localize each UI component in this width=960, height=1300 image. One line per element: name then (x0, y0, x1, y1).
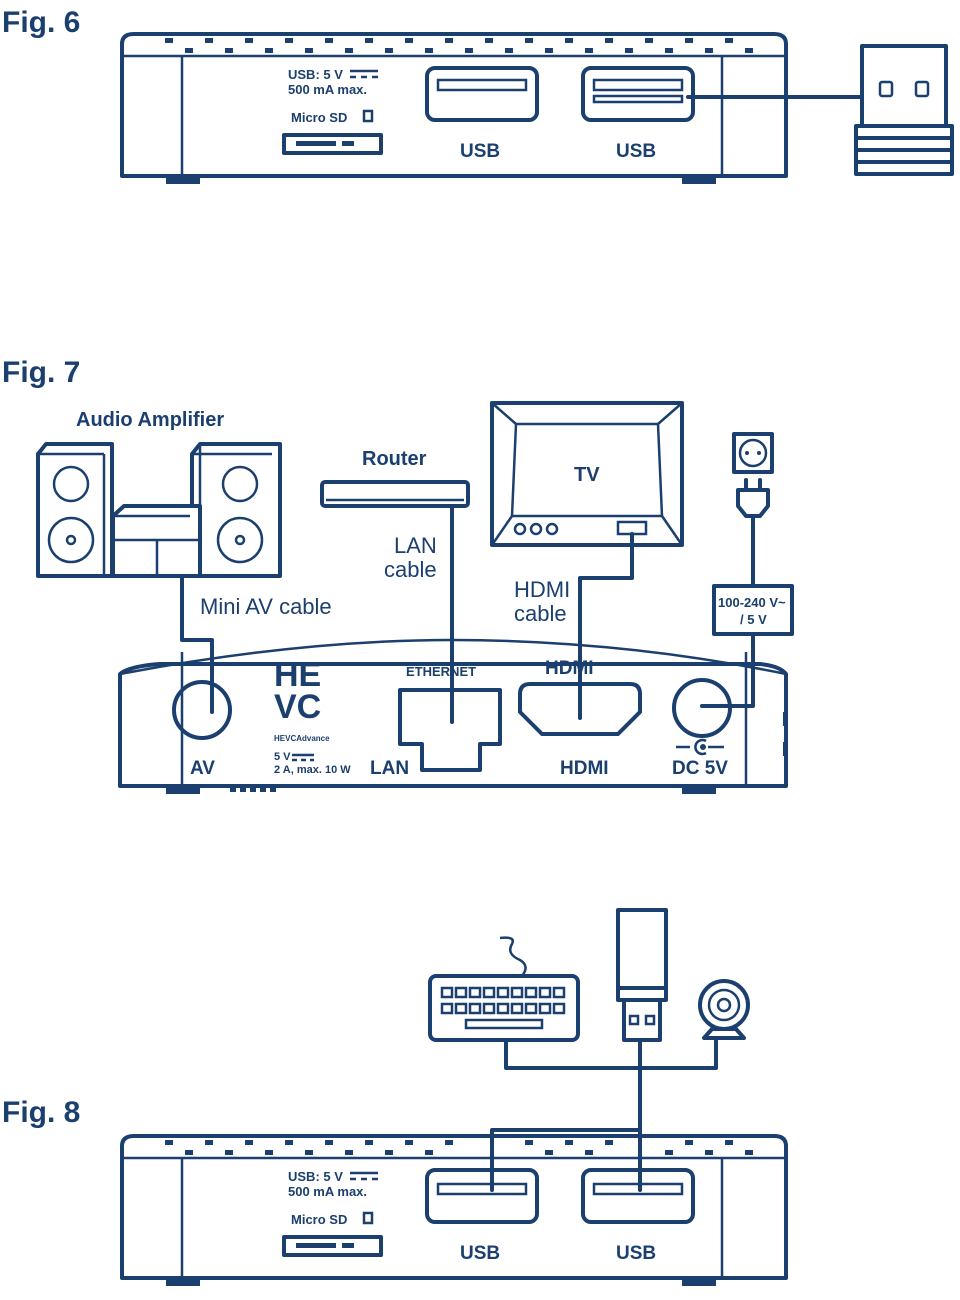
dc-polarity-icon (676, 738, 724, 756)
tv-icon (490, 401, 684, 547)
fig6-microsd-slot (282, 133, 383, 155)
fig7-lan-cable-label-2: cable (384, 557, 437, 582)
fig7-router-label: Router (362, 448, 427, 470)
ethernet-port (398, 688, 502, 772)
amplifier-icon (111, 504, 202, 578)
wall-socket-icon (732, 432, 774, 474)
fig7-title: Fig. 7 (2, 356, 80, 389)
fig8-usb-label-2: USB (616, 1243, 656, 1264)
fig8-usb-port-left (425, 1168, 539, 1224)
fig7-port-lan: LAN (370, 758, 409, 779)
dc-symbol-icon (350, 1171, 378, 1181)
usb-stick-icon (616, 908, 668, 1042)
fig8-usb-label-1: USB (460, 1243, 500, 1264)
power-cable-lower (700, 632, 755, 708)
fig7-mini-av-cable-label: Mini AV cable (200, 594, 332, 619)
fig6-usb-current-rating: 500 mA max. (288, 82, 367, 97)
keyboard-icon (428, 936, 580, 1042)
fig7-port-hdmi: HDMI (560, 758, 609, 779)
fig6-usb-label-2: USB (616, 141, 656, 162)
av-port (172, 680, 232, 740)
fig7-power-rating-2: 2 A, max. 10 W (274, 764, 351, 776)
fig6-usb-label-1: USB (460, 141, 500, 162)
power-plug-icon (736, 478, 770, 518)
fig7-hdmi-logo: HDMI (545, 658, 594, 679)
fig7-adapter-rating-2: / 5 V (740, 612, 767, 627)
fig6-usb-power-rating: USB: 5 V (288, 67, 343, 82)
fig8-receiver-front (120, 1134, 788, 1286)
hdmi-cable-line (578, 532, 634, 720)
sd-card-icon (362, 1211, 374, 1225)
fig6-receiver-front (120, 32, 788, 184)
webcam-icon (698, 979, 750, 1040)
fig8-usb-power-rating: USB: 5 V (288, 1169, 343, 1184)
fig7-amplifier-label: Audio Amplifier (76, 409, 224, 431)
speaker-icon (36, 442, 114, 578)
fig6-title: Fig. 6 (2, 6, 80, 39)
fig7-lan-cable-label-1: LAN (394, 533, 437, 558)
fig7-hevc-logo-top: HE (274, 656, 321, 694)
fig8-usb-current-rating: 500 mA max. (288, 1184, 367, 1199)
mini-av-cable-line (180, 574, 214, 714)
fig6-usb-port-left (425, 66, 539, 122)
fig7-hdmi-cable-label-2: cable (514, 601, 567, 626)
fig8-usb-port-right (581, 1168, 695, 1224)
dc-symbol-icon (350, 69, 378, 79)
sd-card-icon (362, 109, 374, 123)
dc-power-port (672, 678, 732, 738)
fig7-port-av: AV (190, 758, 215, 779)
fig7-hevc-logo-bottom: VC (274, 688, 321, 726)
fig7-ethernet-label: ETHERNET (406, 664, 476, 679)
speaker-icon (190, 442, 282, 578)
fig6-microsd-label: Micro SD (291, 110, 347, 125)
fig8-microsd-slot (282, 1235, 383, 1257)
fig7-hevc-sub: HEVCAdvance (274, 734, 330, 743)
fig7-receiver-rear (118, 638, 788, 794)
usb-wifi-dongle-icon (854, 44, 954, 176)
fig7-adapter-rating-1: 100-240 V~ (718, 595, 786, 610)
hdmi-port (518, 682, 642, 736)
fig7-port-dc: DC 5V (672, 758, 728, 779)
fig8-microsd-label: Micro SD (291, 1212, 347, 1227)
fig7-tv-label: TV (574, 464, 600, 486)
fig7-hdmi-cable-label-1: HDMI (514, 577, 570, 602)
fig6-usb-port-right (581, 66, 695, 122)
router-icon (320, 480, 470, 508)
fig8-keyboard-cable (490, 1128, 642, 1192)
dc-symbol-icon (292, 753, 314, 762)
fig7-power-rating-1: 5 V (274, 751, 291, 763)
fig8-title: Fig. 8 (2, 1096, 80, 1129)
fig8-peripheral-hub-line (504, 1036, 718, 1070)
